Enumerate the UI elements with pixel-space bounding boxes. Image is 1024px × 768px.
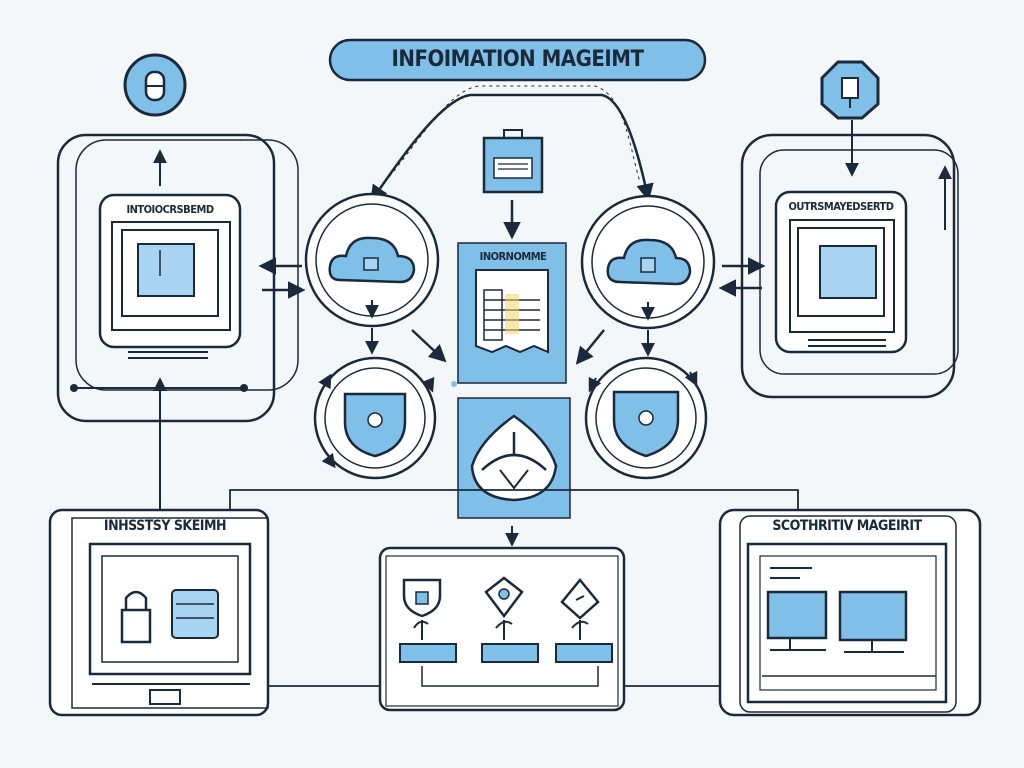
bottom-left-monitor — [48, 508, 270, 717]
bottom-center-panel — [378, 546, 626, 712]
center-doc-label: INORNOMME — [479, 250, 547, 263]
folder-icon-right — [819, 245, 877, 299]
title-banner — [328, 38, 707, 82]
cloud-node-left — [304, 192, 440, 328]
bottom-right-label: SCOTHRITIV MAGEIRIT — [772, 518, 922, 534]
document-icon — [482, 129, 544, 194]
padlock-badge-right — [820, 60, 880, 120]
bottom-right-monitor — [718, 508, 982, 717]
left-panel — [56, 133, 299, 423]
center-drop-panel — [457, 397, 571, 519]
cloud-node-right — [580, 194, 716, 330]
folder-icon — [137, 243, 195, 297]
right-panel — [740, 133, 959, 399]
shield-node-right — [584, 356, 708, 480]
center-document-board — [457, 242, 567, 384]
right-panel-label: OUTRSMAYEDSERTD — [788, 200, 894, 213]
page-title: INFOIMATION MAGEIMT — [391, 47, 644, 72]
shield-node-left — [313, 356, 437, 480]
bottom-left-label: INHSSTSY SKEIMH — [103, 518, 227, 534]
padlock-icon-bottom — [120, 608, 152, 644]
lock-badge-left — [123, 53, 187, 117]
monitor-icon-2 — [838, 590, 908, 642]
monitor-icon — [766, 590, 828, 640]
left-panel-label: INTOIOCRSBEMD — [126, 203, 214, 216]
padlock-icon — [841, 77, 859, 99]
